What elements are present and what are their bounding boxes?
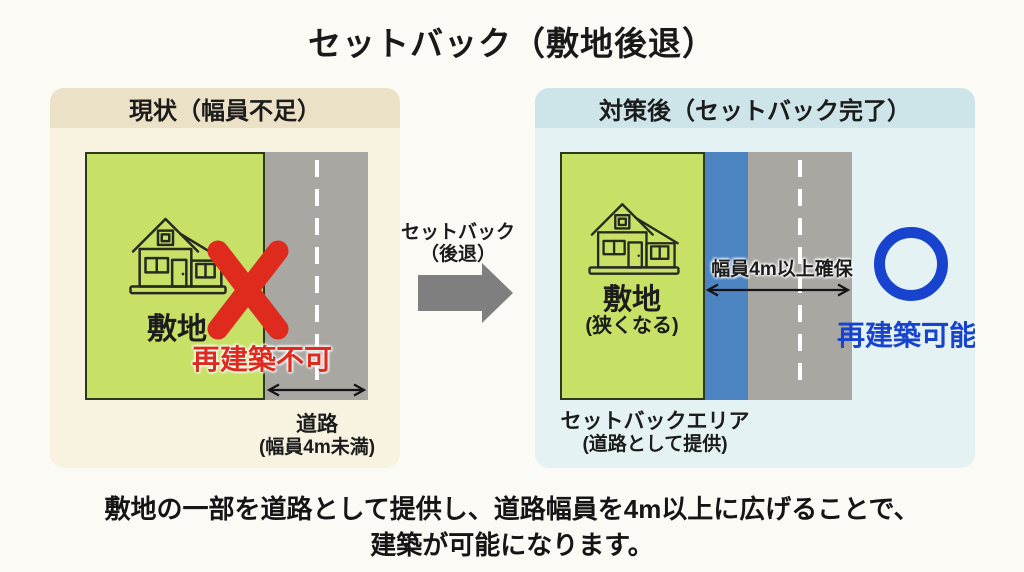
ok-ring-icon <box>874 227 948 301</box>
road-center-dashed-line-right <box>798 160 802 390</box>
road-width-measure-arrow <box>265 382 368 398</box>
secured-width-label: 幅員4m以上確保 <box>711 259 853 280</box>
road-area-gray-right <box>748 152 852 400</box>
transition-label: セットバック <box>400 222 516 243</box>
secured-width-measure-arrow <box>704 282 852 298</box>
after-setback-panel: 対策後（セットバック完了） <box>535 88 975 468</box>
site-label-right: 敷地 <box>602 284 662 316</box>
caption-line-2: 建築が可能になります。 <box>370 530 654 560</box>
road-area-gray <box>265 152 368 400</box>
x-mark-icon <box>205 238 291 342</box>
transition-sublabel: （後退） <box>419 244 497 265</box>
site-area-green-narrow <box>560 152 705 400</box>
page-title: セットバック（敷地後退） <box>308 25 716 62</box>
setback-area-sublabel: (道路として提供) <box>582 434 728 455</box>
after-setback-panel-header: 対策後（セットバック完了） <box>535 88 975 128</box>
setback-strip-blue <box>705 152 748 400</box>
rebuild-allowed-label: 再建築可能 <box>836 320 975 351</box>
road-sublabel: (幅員4m未満) <box>258 437 376 458</box>
current-state-panel: 現状（幅員不足） 敷 <box>50 88 400 468</box>
caption-line-1: 敷地の一部を道路として提供し、道路幅員を4m以上に広げることで、 <box>104 494 920 524</box>
road-center-dashed-line <box>314 160 319 390</box>
road-label: 道路 <box>296 413 338 436</box>
rebuild-not-allowed-label: 再建築不可 <box>191 344 333 375</box>
setback-area-label: セットバックエリア <box>560 410 750 433</box>
site-label: 敷地 <box>147 313 207 346</box>
current-state-panel-header: 現状（幅員不足） <box>50 88 400 128</box>
transition-arrow-icon <box>418 262 514 324</box>
house-icon-right <box>587 198 681 276</box>
site-sublabel-right: (狭くなる) <box>585 315 679 337</box>
